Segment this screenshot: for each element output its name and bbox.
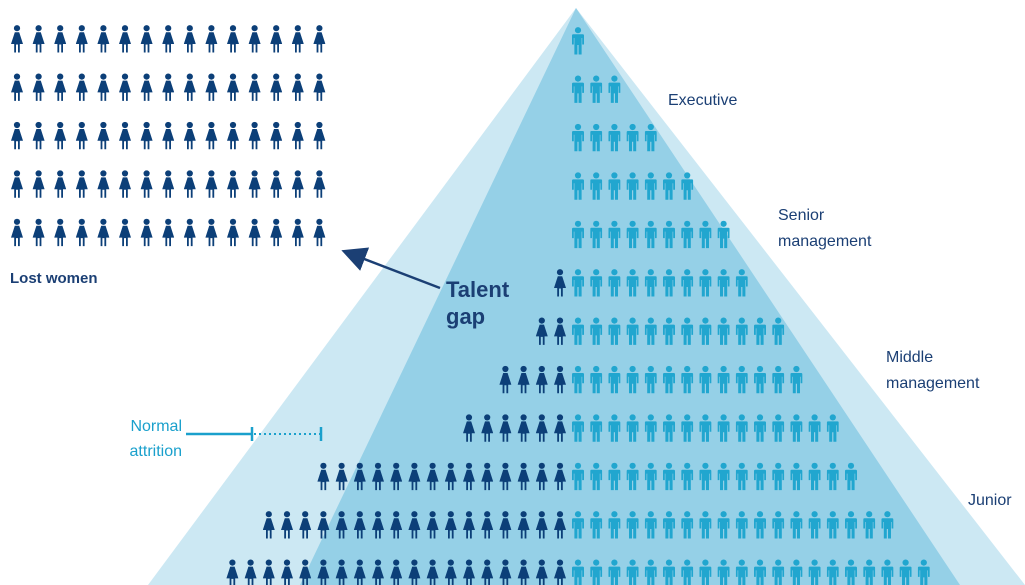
woman-icon [97,218,110,247]
talent-gap-arrow [341,247,441,290]
executive-label: Executive [668,92,737,109]
woman-icon [183,73,196,101]
woman-icon [119,25,131,53]
woman-icon [313,218,326,247]
lost-women-label: Lost women [10,270,98,287]
woman-icon [75,73,88,101]
woman-icon [291,170,304,198]
woman-icon [75,25,88,53]
lost-women-grid [11,25,326,247]
senior-management-label-line1: Senior [778,207,825,224]
woman-icon [140,218,153,247]
woman-icon [11,170,23,198]
woman-icon [162,170,175,198]
woman-icon [140,73,153,101]
woman-icon [97,25,110,53]
woman-icon [162,73,175,101]
junior-label: Junior [968,492,1012,509]
woman-icon [313,25,326,53]
woman-icon [205,25,218,53]
woman-icon [291,25,304,53]
woman-icon [248,170,261,198]
woman-icon [270,73,283,101]
woman-icon [270,218,283,247]
woman-icon [54,121,67,150]
woman-icon [97,170,110,198]
woman-icon [32,73,45,101]
woman-icon [75,121,88,150]
middle-management-label-line1: Middle [886,349,933,366]
woman-icon [32,218,45,247]
woman-icon [270,121,283,150]
woman-icon [270,170,283,198]
woman-icon [183,170,196,198]
woman-icon [248,218,261,247]
woman-icon [248,73,261,101]
woman-icon [119,218,131,247]
woman-icon [54,25,67,53]
woman-icon [32,170,45,198]
woman-icon [227,25,239,53]
woman-icon [205,73,218,101]
woman-icon [205,121,218,150]
normal-attrition-label-line1: Normal [130,418,182,435]
woman-icon [140,121,153,150]
middle-management-label-line2: management [886,375,980,392]
woman-icon [248,25,261,53]
talent-gap-label-line1: Talent [446,277,510,302]
woman-icon [162,121,175,150]
woman-icon [205,218,218,247]
woman-icon [227,73,239,101]
woman-icon [54,170,67,198]
woman-icon [291,73,304,101]
woman-icon [291,121,304,150]
woman-icon [313,121,326,150]
woman-icon [183,218,196,247]
senior-management-label-line2: management [778,233,872,250]
woman-icon [183,121,196,150]
woman-icon [227,218,239,247]
woman-icon [270,25,283,53]
woman-icon [32,25,45,53]
normal-attrition-indicator [186,427,323,441]
woman-icon [291,218,304,247]
woman-icon [75,218,88,247]
woman-icon [313,73,326,101]
woman-icon [119,73,131,101]
woman-icon [119,170,131,198]
woman-icon [140,25,153,53]
woman-icon [75,170,88,198]
woman-icon [97,73,110,101]
woman-icon [227,121,239,150]
woman-icon [11,73,23,101]
woman-icon [248,121,261,150]
woman-icon [11,218,23,247]
woman-icon [162,218,175,247]
normal-attrition-label-line2: attrition [130,443,182,460]
woman-icon [32,121,45,150]
woman-icon [205,170,218,198]
woman-icon [119,121,131,150]
woman-icon [140,170,153,198]
woman-icon [54,73,67,101]
woman-icon [227,170,239,198]
woman-icon [183,25,196,53]
woman-icon [11,121,23,150]
woman-icon [313,170,326,198]
woman-icon [97,121,110,150]
woman-icon [54,218,67,247]
talent-gap-label-line2: gap [446,304,485,329]
woman-icon [162,25,175,53]
woman-icon [11,25,23,53]
